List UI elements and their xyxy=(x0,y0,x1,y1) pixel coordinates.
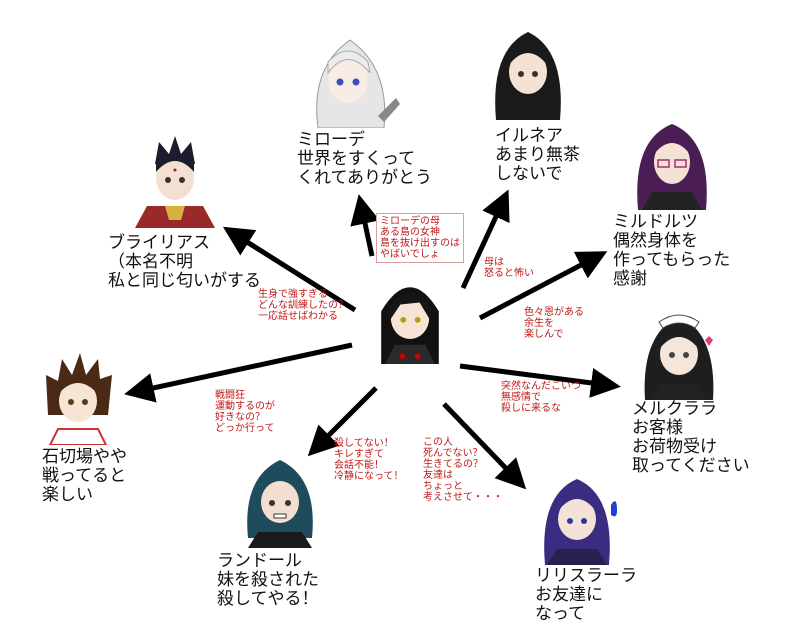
name-merukurara: メルクララ お客様 お荷物受け 取ってください xyxy=(632,399,750,476)
note-brairias: 生身で強すぎる どんな訓練したの？ 一応話せばわかる xyxy=(258,289,348,322)
black-haired-woman-icon xyxy=(478,20,578,120)
maid-girl-icon xyxy=(629,300,729,400)
arrow-to-ririsurara xyxy=(442,402,527,490)
teal-haired-boy-icon xyxy=(230,448,330,548)
note-ishikiriba: 戦闘狂 運動するのが 好きなの？ どっか行って xyxy=(215,390,275,434)
name-mildolts: ミルドルツ 偶然身体を 作ってもらった 感謝 xyxy=(613,212,731,289)
dark-hooded-girl-icon xyxy=(362,268,458,364)
arrow-to-mildolts xyxy=(478,251,608,321)
blue-haired-girl-icon xyxy=(527,465,627,565)
brown-spiky-haired-girl-icon xyxy=(28,345,128,445)
name-ishikiriba: 石切場やや 戦ってると 楽しい xyxy=(42,447,127,505)
note-ririsurara: この人 死んでない？ 生きてるの？ 友達は ちょっと 考えさせて・・・ xyxy=(423,437,503,503)
note-mildolts: 色々恩がある 余生を 楽しんで xyxy=(524,307,584,340)
arrow-to-randol xyxy=(307,386,378,457)
arrow-to-mirode xyxy=(350,194,380,257)
arrow-to-merukurara xyxy=(459,363,621,398)
name-randol: ランドール 妹を殺された 殺してやる！ xyxy=(217,551,319,609)
arrow-to-iruneа xyxy=(460,189,510,290)
name-brairias: ブライリアス （本名不明 私と同じ匂いがする xyxy=(108,233,261,291)
name-ririsurara: リリスラーラ お友達に なって xyxy=(535,566,637,624)
name-mirode: ミローデ 世界をすくって くれてありがとう xyxy=(297,130,432,188)
name-iruneа: イルネア あまり無茶 しないで xyxy=(495,126,580,184)
purple-haired-glasses-woman-icon xyxy=(622,110,722,210)
arrow-to-ishikiriba xyxy=(124,342,353,403)
white-haired-goddess-icon xyxy=(300,28,400,128)
dark-haired-red-robe-woman-icon xyxy=(125,128,225,228)
note-iruneа: 母は 怒ると怖い xyxy=(484,257,534,279)
arrow-to-brairias xyxy=(222,226,357,313)
note-randol: 殺してない！ キレすぎて 会話不能！ 冷静になって！ xyxy=(334,438,404,482)
note-merukurara: 突然なんだこいつ 無感情で 殺しに来るな xyxy=(501,381,581,414)
note-mirode: ミローデの母 ある島の女神 島を抜け出すのは やばいでしょ xyxy=(376,213,464,263)
